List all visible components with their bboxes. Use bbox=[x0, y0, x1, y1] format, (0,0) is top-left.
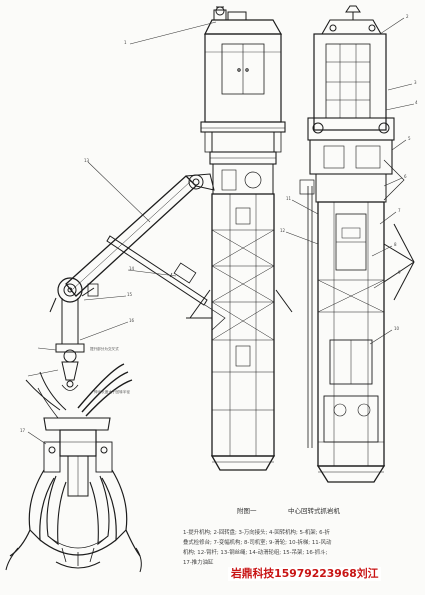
watermark-text: 岩鼎科技15979223968刘江 bbox=[228, 567, 382, 581]
callout-1: 1 bbox=[124, 40, 127, 45]
support-frame bbox=[186, 289, 293, 331]
callout-4: 4 bbox=[415, 100, 418, 105]
side-note-1: 提升部分为交叉式 bbox=[90, 347, 119, 351]
callout-17: 17 bbox=[20, 428, 26, 433]
legend-line-3: 机构; 12-臂杆; 13-钢丝绳; 14-动滑轮组; 15-吊架; 16-抓斗… bbox=[183, 550, 328, 556]
callout-7: 7 bbox=[398, 208, 401, 213]
luffing-cylinder bbox=[106, 235, 208, 306]
boom-arm bbox=[49, 173, 215, 344]
callout-2: 2 bbox=[406, 14, 409, 19]
hook-block bbox=[55, 343, 85, 391]
figure-title: 中心回转式抓岩机 bbox=[288, 507, 340, 515]
rotary-deck bbox=[204, 131, 282, 195]
callout-16: 16 bbox=[129, 318, 135, 323]
callout-5: 5 bbox=[408, 136, 411, 141]
operator-cab bbox=[200, 19, 286, 133]
legend-line-4: 17-推力油缸 bbox=[183, 560, 214, 566]
main-column bbox=[210, 193, 276, 471]
main-machine-side-view bbox=[299, 5, 415, 483]
callout-10: 10 bbox=[394, 326, 400, 331]
callout-15: 15 bbox=[127, 292, 133, 297]
callout-13: 13 bbox=[84, 158, 90, 163]
callout-14: 14 bbox=[129, 266, 135, 271]
figure-label: 附图一 bbox=[237, 507, 257, 515]
callout-9: 9 bbox=[398, 270, 401, 275]
callout-6: 6 bbox=[404, 174, 407, 179]
callout-12: 12 bbox=[280, 228, 286, 233]
callout-11: 11 bbox=[286, 196, 292, 201]
main-machine-front-view bbox=[186, 6, 293, 471]
leader-lines bbox=[27, 17, 415, 445]
clamshell-grab bbox=[5, 363, 142, 573]
legend-line-1: 1-提升机构; 2-回转盘; 3-万向接头; 4-回转机构; 5-机架; 6-折 bbox=[183, 530, 330, 536]
legend-line-2: 叠式检修台; 7-变幅机构; 8-司机室; 9-滑轮; 10-拆梯; 11-风动 bbox=[183, 540, 332, 546]
side-note-2: 伸出长度大于回转半径 bbox=[94, 390, 130, 394]
hoist-motor-top bbox=[213, 6, 247, 21]
callout-3: 3 bbox=[414, 80, 417, 85]
callout-8: 8 bbox=[394, 242, 397, 247]
